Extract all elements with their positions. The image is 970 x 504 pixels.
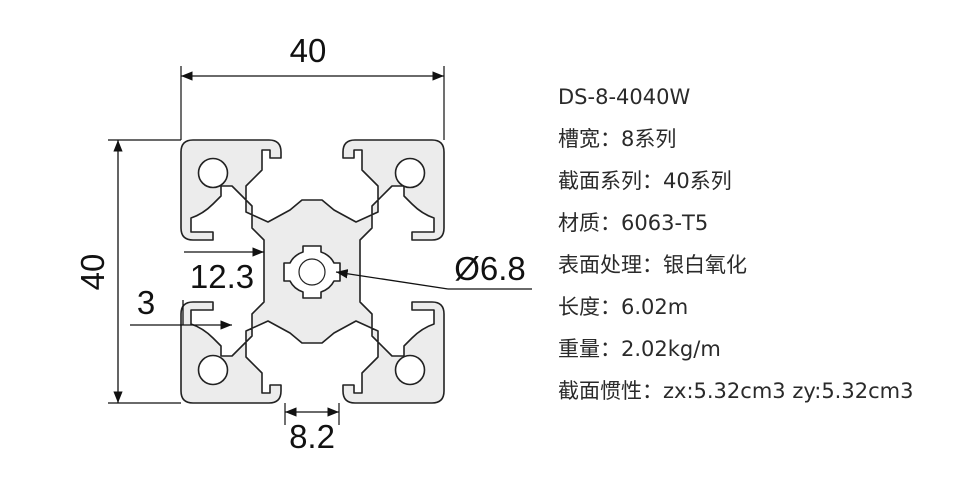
spec-surface-treatment: 表面处理：银白氧化 bbox=[558, 253, 747, 277]
spec-material: 材质：6063-T5 bbox=[558, 211, 709, 235]
spec-list: DS-8-4040W 槽宽：8系列 截面系列：40系列 材质：6063-T5 表… bbox=[558, 76, 963, 412]
corner-hole-top-left bbox=[197, 157, 229, 189]
aluminum-profile bbox=[180, 139, 445, 404]
dimension-bore-label: Ø6.8 bbox=[454, 250, 526, 287]
corner-hole-bottom-right bbox=[394, 354, 426, 386]
dimension-height-label: 40 bbox=[74, 254, 111, 291]
dimension-width-label: 40 bbox=[290, 32, 327, 69]
spec-section-inertia: 截面惯性：zx:5.32cm3 zy:5.32cm3 bbox=[558, 379, 914, 403]
dimension-wall-label: 3 bbox=[137, 284, 155, 321]
spec-slot-width: 槽宽：8系列 bbox=[558, 127, 677, 151]
profile-cross-section-drawing: 40 40 12.3 3 Ø6.8 8.2 bbox=[74, 32, 532, 455]
spec-weight: 重量：2.02kg/m bbox=[558, 337, 721, 361]
dimension-slot-width-label: 8.2 bbox=[289, 418, 335, 455]
spec-length: 长度：6.02m bbox=[558, 295, 689, 319]
corner-hole-top-right bbox=[394, 157, 426, 189]
dimension-lines bbox=[113, 71, 532, 417]
center-bore-inner bbox=[298, 258, 326, 286]
corner-hole-bottom-left bbox=[197, 354, 229, 386]
spec-section-series: 截面系列：40系列 bbox=[558, 169, 732, 193]
center-bore bbox=[283, 245, 341, 299]
dimension-slot-depth-label: 12.3 bbox=[190, 258, 254, 295]
spec-model: DS-8-4040W bbox=[558, 85, 691, 109]
